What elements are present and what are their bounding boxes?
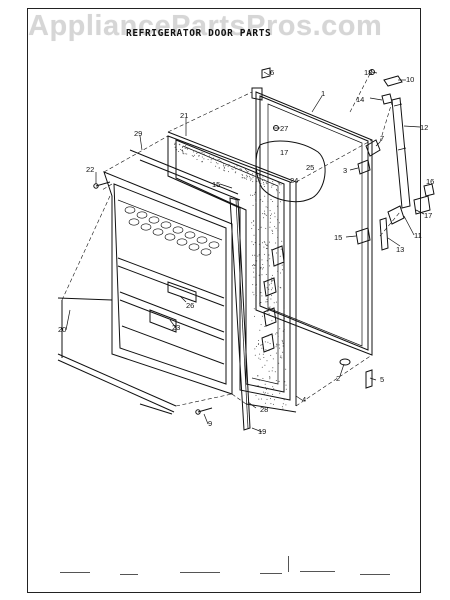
callout-leaders (65, 71, 425, 433)
egg-tray (124, 206, 220, 256)
assembly-leader-lines (61, 69, 401, 407)
callout-20: 20 (58, 325, 66, 334)
callout-29: 29 (134, 129, 142, 138)
callout-17b: 17 (424, 211, 432, 220)
callout-numbers: 1 2 3 5 6 7 9 10 11 12 13 14 15 15 16 17… (58, 68, 434, 436)
scan-artifacts (60, 556, 390, 575)
door-trim-strip (129, 149, 251, 431)
callout-13: 13 (396, 245, 404, 254)
callout-3: 3 (343, 166, 347, 175)
door-base-parts (261, 67, 373, 389)
callout-23: 23 (172, 323, 180, 332)
callout-14: 14 (356, 95, 364, 104)
callout-11: 11 (414, 231, 422, 240)
callout-26: 26 (186, 301, 194, 310)
callout-24: 24 (290, 176, 298, 185)
callout-7: 7 (380, 134, 384, 143)
callout-28: 28 (260, 405, 268, 414)
door-liner (167, 135, 291, 401)
callout-21: 21 (180, 111, 188, 120)
callout-22: 22 (86, 165, 94, 174)
lower-hinge-assembly (355, 183, 435, 251)
callout-10: 10 (406, 75, 414, 84)
watermark-logo: AppliancePartsPros.com (28, 10, 383, 42)
callout-18: 18 (364, 68, 372, 77)
callout-15a: 15 (212, 180, 220, 189)
callout-19: 19 (258, 427, 266, 436)
callout-9: 9 (208, 419, 212, 428)
callout-6: 6 (270, 68, 274, 77)
callout-17a: 17 (280, 148, 288, 157)
callout-27: 27 (280, 124, 288, 133)
callout-16: 16 (426, 177, 434, 186)
door-shelf-bar (57, 297, 177, 415)
diagram-title: REFRIGERATOR DOOR PARTS (126, 28, 272, 39)
callout-5: 5 (380, 375, 384, 384)
door-shelf-panel (103, 171, 233, 395)
callout-4: 4 (302, 395, 306, 404)
callout-15b: 15 (334, 233, 342, 242)
callout-2: 2 (336, 374, 340, 383)
callout-25: 25 (306, 163, 314, 172)
door-gasket (167, 131, 297, 413)
upper-hinge-assembly (357, 69, 411, 209)
liner-hardware (261, 125, 285, 353)
callout-12: 12 (420, 123, 428, 132)
foam-speckle-texture (174, 142, 287, 410)
callout-1: 1 (321, 89, 325, 98)
door-outer-panel (251, 87, 373, 356)
insulation-foam-panel (255, 140, 326, 203)
